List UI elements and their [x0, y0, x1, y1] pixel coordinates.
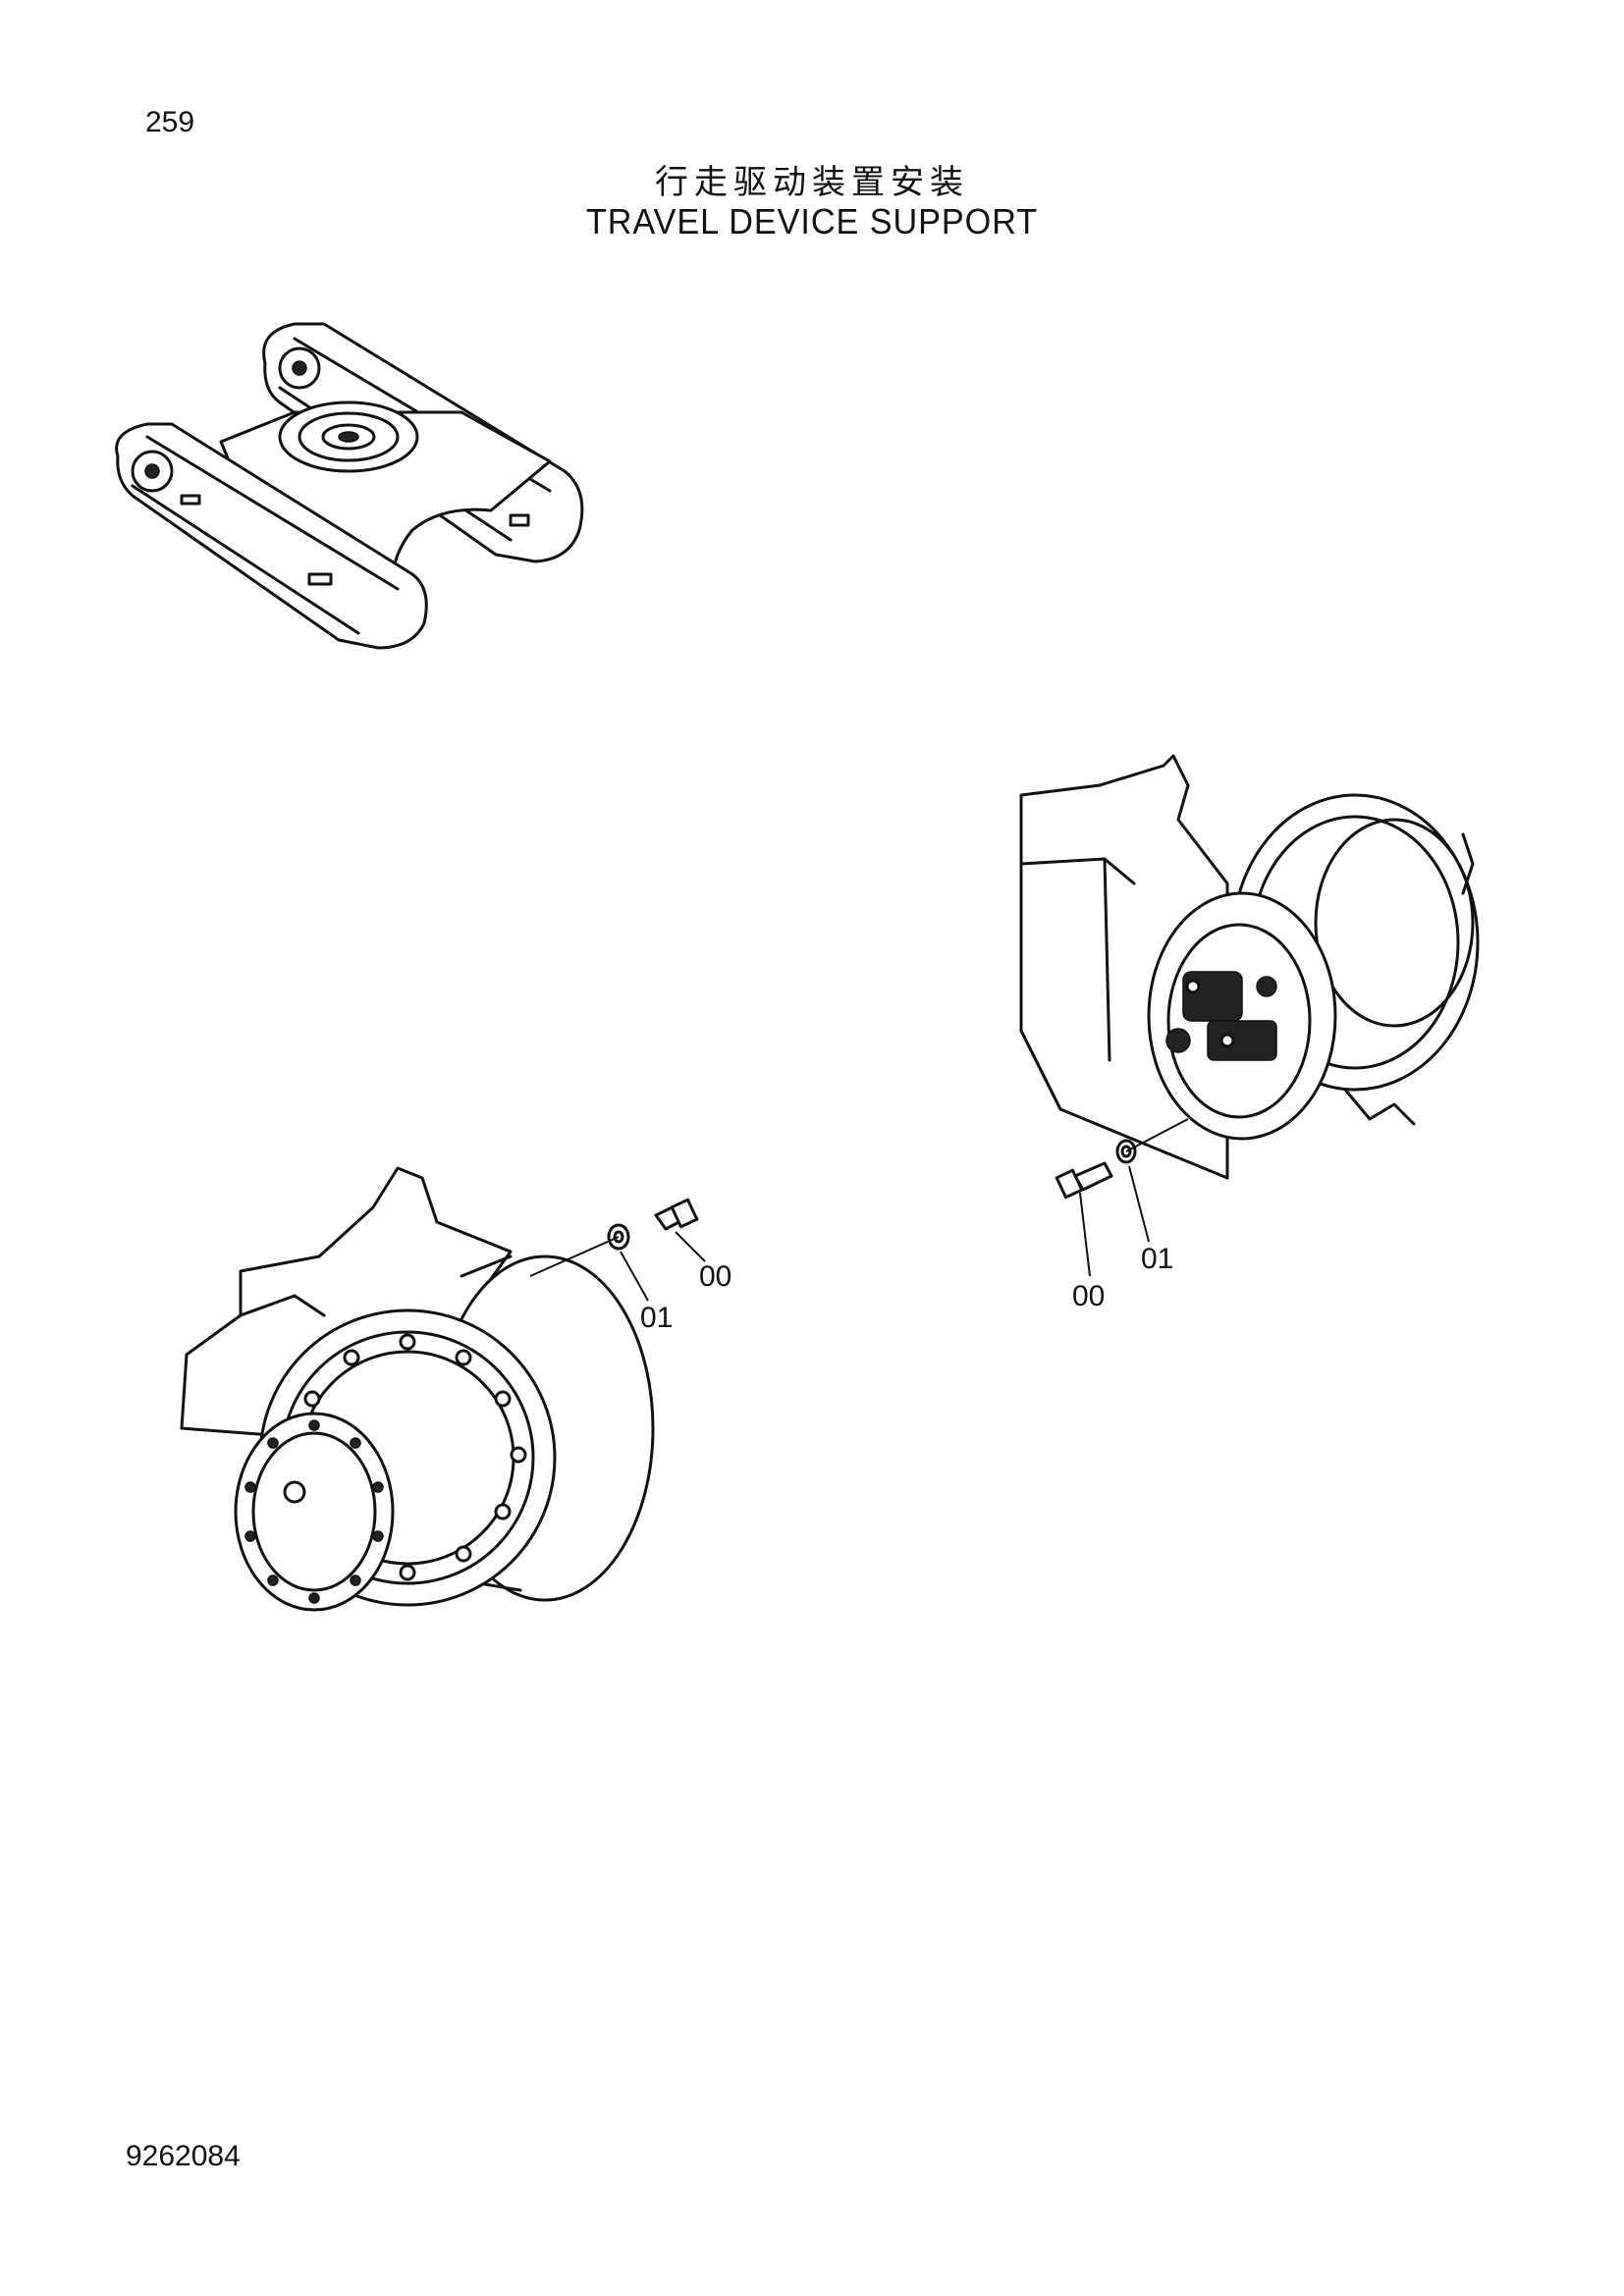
travel-motor-left-view — [180, 1166, 706, 1612]
motor-cover-left — [234, 1412, 395, 1612]
callout-right-bolt: 00 — [1072, 1280, 1105, 1312]
page-number: 259 — [145, 106, 195, 138]
travel-motor-right-view — [1019, 754, 1480, 1277]
callout-left-bolt: 00 — [699, 1260, 731, 1293]
callout-right-washer: 01 — [1141, 1243, 1173, 1275]
document-number: 9262084 — [126, 2140, 241, 2172]
callout-left-washer: 01 — [640, 1302, 673, 1334]
page-title-chinese: 行走驱动装置安装 — [655, 163, 969, 202]
page-title-english: TRAVEL DEVICE SUPPORT — [585, 201, 1039, 241]
valve-block-right — [1165, 971, 1277, 1061]
undercarriage-overview — [115, 322, 584, 650]
track-frame-front — [115, 422, 428, 650]
cover-bolts-left — [244, 1419, 384, 1604]
